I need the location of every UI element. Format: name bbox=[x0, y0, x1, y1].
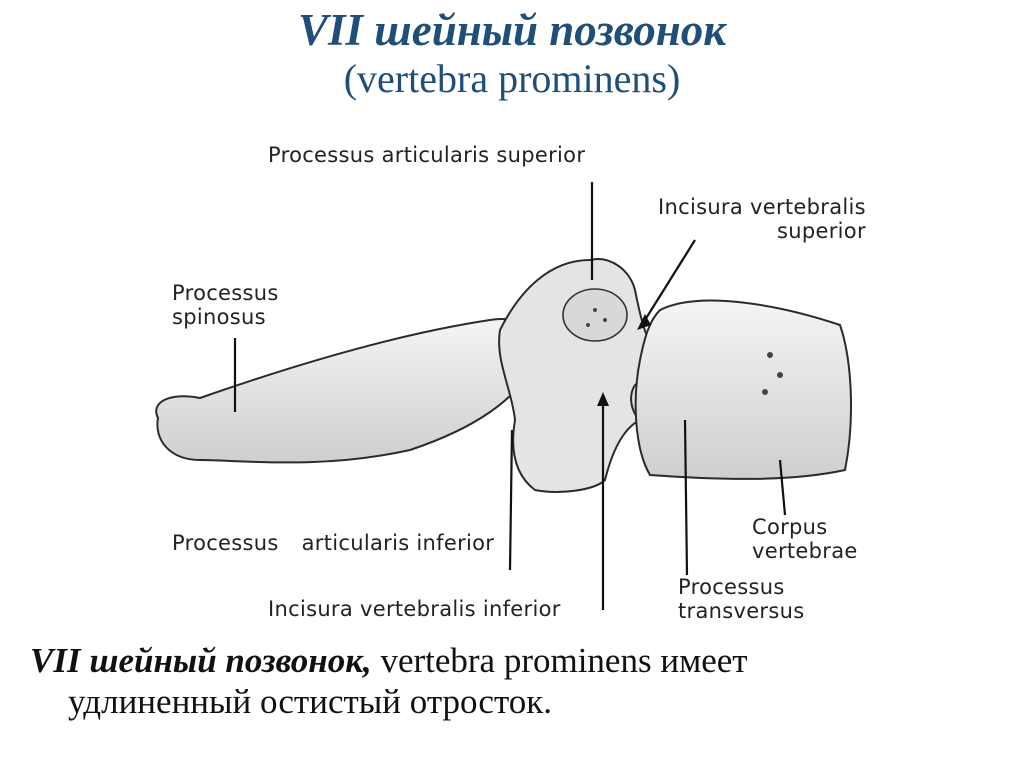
label-processus-transversus: Processus transversus bbox=[678, 575, 805, 623]
vertebral-body-shape bbox=[634, 299, 852, 480]
vertebra-diagram: Processus articularis superior Incisura … bbox=[140, 130, 940, 630]
title-main: VII шейный позвонок bbox=[297, 5, 727, 55]
label-corpus-vertebrae: Corpus vertebrae bbox=[752, 515, 858, 563]
label-processus-articularis-inferior: Processus articularis inferior bbox=[172, 531, 495, 556]
label-corpus-line2: vertebrae bbox=[752, 538, 858, 563]
superior-facet-shape bbox=[562, 288, 628, 342]
label-artic-inf-word2: articularis inferior bbox=[301, 531, 495, 555]
caption-line2: удлиненный остистый отросток. bbox=[68, 682, 553, 722]
label-incisura-superior-line1: Incisura vertebralis bbox=[658, 195, 866, 219]
label-processus-spinosus: Processus spinosus bbox=[172, 281, 279, 329]
caption-emphasis: VII шейный позвонок, bbox=[30, 641, 372, 680]
caption: VII шейный позвонок, vertebra prominens … bbox=[30, 640, 1000, 723]
spinous-process-shape bbox=[155, 318, 537, 464]
label-processus-articularis-superior: Processus articularis superior bbox=[268, 143, 586, 167]
slide-title: VII шейный позвонок (vertebra prominens) bbox=[0, 6, 1024, 100]
label-corpus-line1: Corpus bbox=[752, 515, 828, 539]
leader-lines bbox=[233, 182, 787, 610]
caption-rest: vertebra prominens имеет bbox=[371, 641, 748, 680]
label-artic-inf-word1: Processus bbox=[172, 531, 279, 555]
label-incisura-vertebralis-superior: Incisura vertebralis superior bbox=[658, 195, 866, 243]
title-subtitle: (vertebra prominens) bbox=[343, 55, 681, 101]
label-incisura-vertebralis-inferior: Incisura vertebralis inferior bbox=[268, 597, 561, 621]
leader-arrowheads bbox=[597, 314, 651, 406]
label-incisura-superior-line2: superior bbox=[777, 218, 866, 243]
label-transversus-line2: transversus bbox=[678, 598, 805, 623]
label-spinosus-line2: spinosus bbox=[172, 304, 266, 329]
vertebra-drawing bbox=[155, 182, 852, 610]
label-spinosus-line1: Processus bbox=[172, 281, 279, 305]
label-transversus-line1: Processus bbox=[678, 575, 785, 599]
